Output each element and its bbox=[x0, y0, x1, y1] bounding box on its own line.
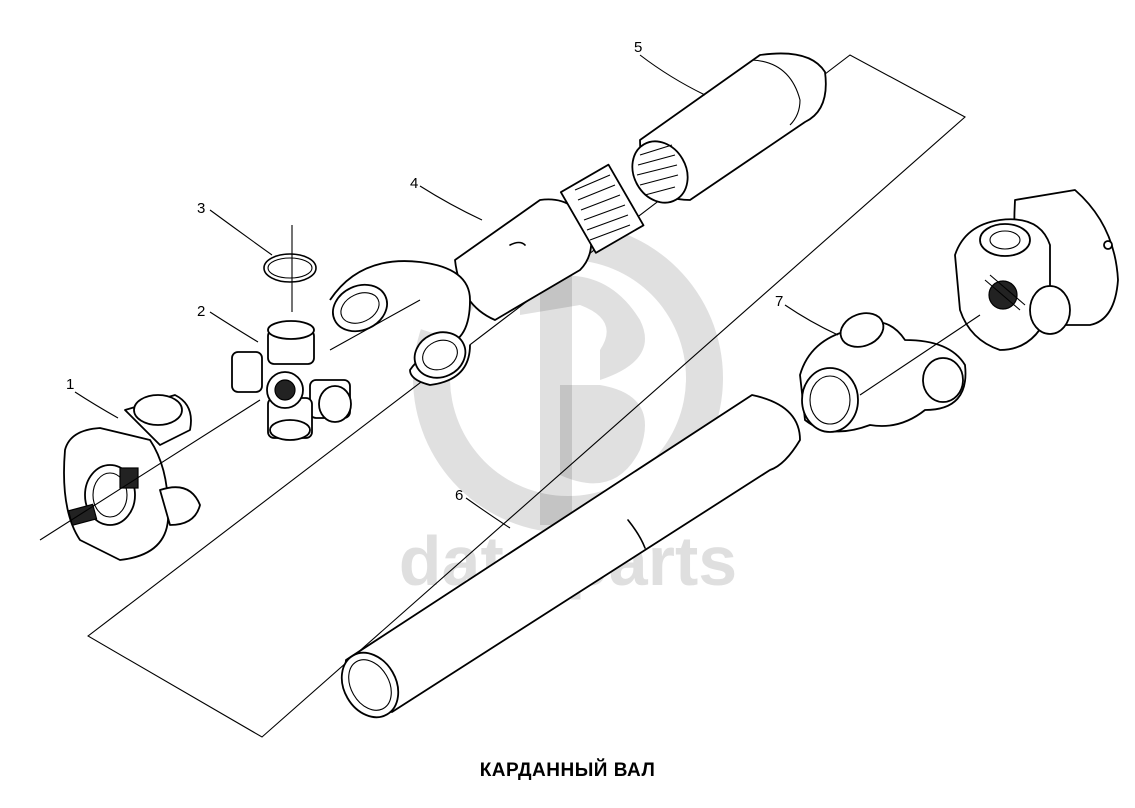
part-3-snap-ring bbox=[263, 253, 317, 283]
diagram-caption: КАРДАННЫЙ ВАЛ bbox=[479, 760, 656, 781]
callout-5: 5 bbox=[634, 39, 642, 56]
flange-yoke-assembly-right bbox=[954, 189, 1119, 351]
callout-2: 2 bbox=[197, 303, 205, 320]
leader-lines bbox=[74, 54, 839, 529]
part-4-slip-yoke bbox=[329, 163, 645, 386]
part-1-flange-yoke bbox=[63, 394, 201, 561]
part-6-tube bbox=[340, 394, 801, 719]
splines-dark bbox=[67, 467, 139, 527]
part-7-weld-yoke bbox=[799, 312, 967, 433]
bearing-rollers bbox=[636, 144, 679, 196]
callout-1: 1 bbox=[66, 376, 74, 393]
callout-6: 6 bbox=[455, 487, 463, 504]
callout-4: 4 bbox=[410, 175, 418, 192]
part-5-sleeve bbox=[631, 52, 827, 204]
callout-3: 3 bbox=[197, 200, 205, 217]
spline-teeth bbox=[574, 174, 631, 241]
callout-7: 7 bbox=[775, 293, 783, 310]
part-2-cross bbox=[231, 320, 352, 441]
